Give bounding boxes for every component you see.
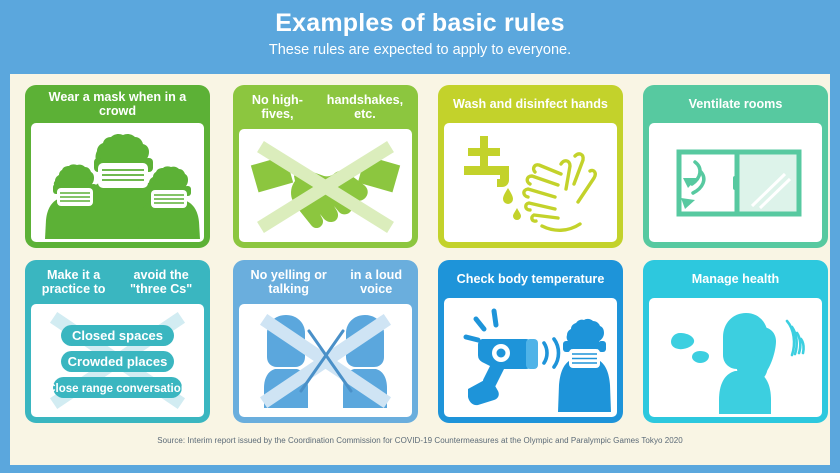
rule-card-title: Check body temperature [456,272,605,286]
rule-card-title-line2: handshakes, etc. [326,93,404,121]
rule-card-title-line1: Make it a practice to [41,268,106,296]
three-masked-people-icon [31,123,204,242]
three-cs-pill-3: Close range conversation [47,383,188,395]
crossed-out-three-cs-list-icon: Closed spaces Crowded places Close range… [31,304,204,417]
rule-card-wear-a-mask: Wear a mask when in a crowd [25,85,210,248]
open-window-airflow-icon [649,123,822,242]
rule-card-title: No high-fives, handshakes, etc. [233,85,418,129]
rule-card-no-yelling: No yelling or talking in a loud voice [233,260,418,423]
rule-card-manage-health: Manage health [643,260,828,423]
rule-card-title: Wear a mask when in a crowd [48,90,187,118]
rule-card-ventilate-rooms: Ventilate rooms [643,85,828,248]
rule-card-no-high-fives: No high-fives, handshakes, etc. [233,85,418,248]
rule-card-title-line1: No high-fives, [251,93,303,121]
rule-card-title-line2: avoid the "three Cs" [129,268,193,296]
rule-card-title: Ventilate rooms [688,97,783,111]
person-with-fever-icon [649,298,822,417]
rule-card-title: No yelling or talking in a loud voice [233,260,418,304]
page-title: Examples of basic rules [275,9,565,37]
faucet-and-washing-hands-icon [444,123,617,242]
rule-card-check-body-temperature: Check body temperature [438,260,623,423]
rule-card-title: Wash and disinfect hands [453,97,608,111]
rule-card-title: Make it a practice to avoid the "three C… [25,260,210,304]
page-subtitle: These rules are expected to apply to eve… [268,42,572,58]
source-note: Source: Interim report issued by the Coo… [157,436,683,445]
rule-card-title-line1: No yelling or talking [250,268,327,296]
rules-grid: Wear a mask when in a crowd [10,74,830,429]
header: Examples of basic rules These rules are … [0,0,840,74]
rule-card-title: Manage health [691,272,780,286]
content-panel: Wear a mask when in a crowd [10,74,830,465]
rule-card-wash-and-disinfect-hands: Wash and disinfect hands [438,85,623,248]
three-cs-pill-2: Crowded places [68,354,168,369]
rule-card-title-line2: in a loud voice [350,268,403,296]
rule-card-avoid-three-cs: Make it a practice to avoid the "three C… [25,260,210,423]
crossed-out-handshake-icon [239,129,412,242]
thermometer-gun-and-masked-person-icon [444,298,617,417]
crossed-out-two-people-talking-icon [239,304,412,417]
three-cs-pill-1: Closed spaces [72,328,163,343]
